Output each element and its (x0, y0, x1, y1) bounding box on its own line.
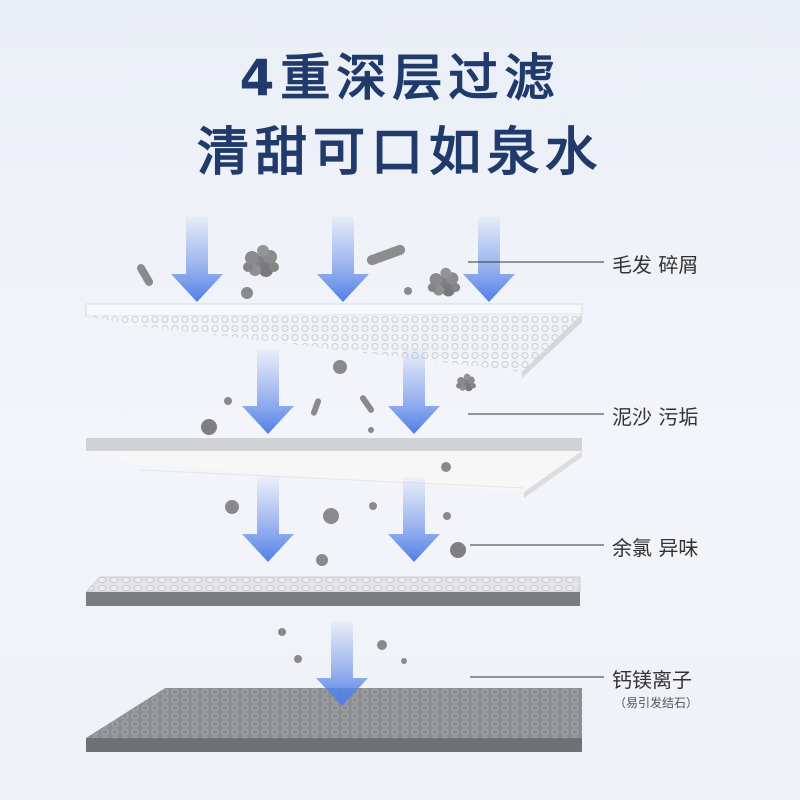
flow-arrow (242, 349, 294, 434)
filter-layer-1 (85, 303, 583, 378)
layer-label-sediment: 泥沙 污垢 (612, 405, 699, 429)
filter-layer-2 (86, 438, 582, 498)
flow-arrow (388, 349, 440, 434)
flow-arrow (463, 217, 515, 302)
flow-arrow (242, 477, 294, 562)
headline-line-1: 4重深层过滤 (239, 49, 561, 107)
filter-layer-4 (86, 688, 582, 752)
headline-line-2: 清甜可口如泉水 (196, 123, 603, 183)
flow-arrow (388, 477, 440, 562)
flow-arrow (171, 217, 223, 302)
layer-note-stones: （易引发结石） (614, 696, 699, 710)
layer-label-calcium-magnesium: 钙镁离子 (612, 668, 692, 692)
leader-lines (468, 261, 604, 678)
particles-calcium-magnesium (278, 628, 407, 664)
particles-sediment (201, 360, 476, 435)
layer-label-hair-debris: 毛发 碎屑 (612, 253, 699, 277)
filter-layer-3 (84, 576, 581, 606)
particles-hair-debris (137, 244, 461, 299)
particles-chlorine-odor (225, 462, 466, 566)
layer-label-chlorine-odor: 余氯 异味 (612, 536, 699, 560)
flow-arrow (317, 217, 369, 302)
